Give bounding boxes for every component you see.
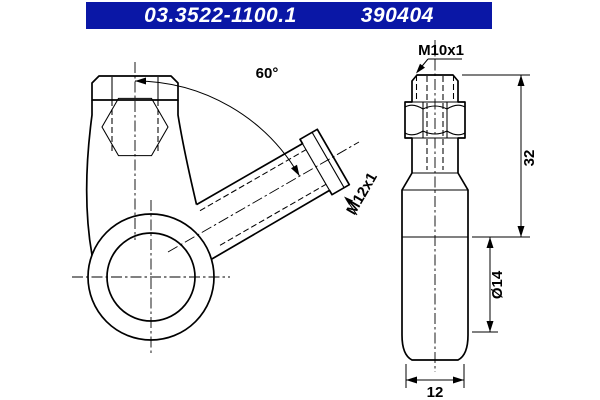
diameter-dimension-label: Ø14 <box>489 270 506 299</box>
side-body-outline <box>401 74 469 361</box>
centerline-branch-axis <box>167 141 360 253</box>
body-right-outline <box>177 100 198 205</box>
arrowhead <box>416 63 425 74</box>
top-thread-label: M10x1 <box>418 42 464 59</box>
arrowhead <box>517 226 525 237</box>
width-dimension-label: 12 <box>427 384 444 400</box>
arrowhead <box>486 237 494 248</box>
hidden-thread-line <box>199 149 307 212</box>
branch-outline <box>196 128 351 261</box>
arrowhead <box>406 376 417 384</box>
arrowhead <box>517 75 525 86</box>
branch-thread-label: M12x1 <box>343 170 381 218</box>
part-number: 03.3522-1100.1 <box>144 3 297 27</box>
hex-projection <box>101 97 169 157</box>
arrowhead <box>291 164 300 176</box>
length-dimension-label: 32 <box>521 150 538 167</box>
angle-dimension-arc <box>134 80 300 177</box>
front-view: 60° M12x1 <box>72 62 381 354</box>
side-view: M10x1 32 Ø14 12 <box>401 40 538 400</box>
arrowhead <box>135 77 146 85</box>
arrowhead <box>344 196 353 205</box>
body-left-outline <box>85 100 93 256</box>
angle-dimension-label: 60° <box>256 65 279 82</box>
arrowhead <box>453 376 464 384</box>
hidden-thread-line <box>219 183 327 246</box>
reference-number: 390404 <box>360 3 434 27</box>
title-bar: 03.3522-1100.1 390404 <box>86 2 492 29</box>
arrowhead <box>486 321 494 332</box>
